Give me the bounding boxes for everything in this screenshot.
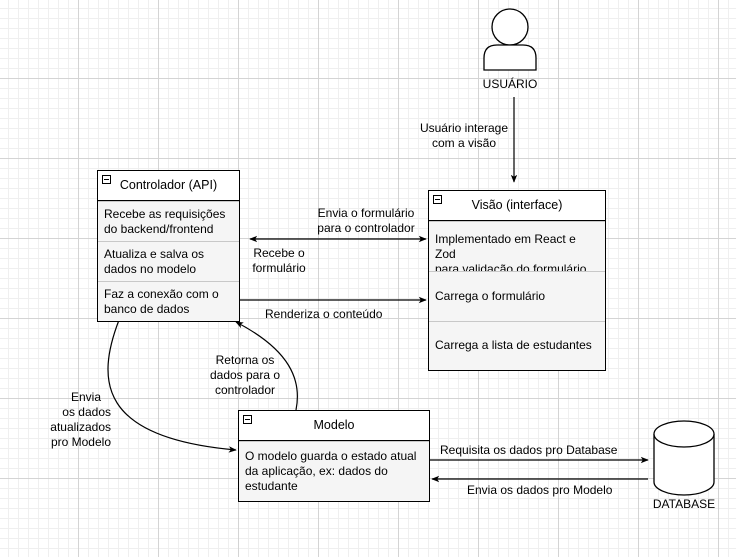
edge-label-user-to-view: Usuário interage com a visão	[419, 121, 509, 150]
controller-row-text: Recebe as requisições	[104, 207, 226, 221]
collapse-icon[interactable]	[243, 415, 252, 424]
view-row: Carrega a lista de estudantes	[429, 321, 605, 370]
edge-label-render: Renderiza o conteúdo	[265, 307, 383, 321]
edge-label-send-updated: Envia os dados atualizados pro Modelo	[50, 390, 111, 449]
controller-row: Faz a conexão com o banco de dados	[98, 281, 239, 321]
user-actor-icon	[483, 8, 537, 71]
model-row-text: da aplicação, ex: dados do	[245, 464, 388, 478]
view-row: Implementado em React e Zod para validaç…	[429, 221, 605, 276]
model-row-text: estudante	[245, 479, 298, 493]
database-cylinder-icon	[653, 420, 715, 496]
view-row-text: Implementado em React e Zod	[435, 232, 576, 261]
controller-row-text: dados no modelo	[104, 262, 197, 276]
controller-box[interactable]: Controlador (API) Recebe as requisições …	[97, 170, 240, 322]
controller-row-text: Atualiza e salva os	[104, 247, 205, 261]
view-box[interactable]: Visão (interface) Implementado em React …	[428, 190, 606, 371]
controller-header: Controlador (API)	[98, 171, 239, 201]
model-title: Modelo	[313, 418, 355, 432]
edge-label-receive-form: Recebe o formulário	[252, 246, 306, 275]
model-row-text: O modelo guarda o estado atual	[245, 449, 417, 463]
edge-label-send-model: Envia os dados pro Modelo	[467, 483, 613, 497]
edge-label-send-form: Envia o formulário para o controlador	[317, 206, 415, 235]
model-box[interactable]: Modelo O modelo guarda o estado atual da…	[238, 410, 430, 502]
collapse-icon[interactable]	[102, 175, 111, 184]
view-row-text: Carrega a lista de estudantes	[435, 338, 592, 352]
edge-returns-data	[235, 321, 298, 411]
view-header: Visão (interface)	[429, 191, 605, 221]
view-row: Carrega o formulário	[429, 271, 605, 321]
edge-send-updated	[107, 319, 237, 453]
controller-row-text: banco de dados	[104, 302, 190, 316]
collapse-icon[interactable]	[433, 195, 442, 204]
controller-row: Recebe as requisições do backend/fronten…	[98, 201, 239, 241]
model-header: Modelo	[239, 411, 429, 441]
controller-row-text: do backend/frontend	[104, 222, 214, 236]
controller-row-text: Faz a conexão com o	[104, 287, 219, 301]
view-row-text: Carrega o formulário	[435, 289, 546, 303]
database-label: DATABASE	[652, 497, 716, 511]
edge-label-returns-data: Retorna os dados para o controlador	[209, 353, 281, 397]
controller-row: Atualiza e salva os dados no modelo	[98, 241, 239, 281]
view-title: Visão (interface)	[471, 198, 563, 212]
edge-label-request-db: Requisita os dados pro Database	[440, 443, 618, 457]
model-row: O modelo guarda o estado atual da aplica…	[239, 441, 429, 501]
user-label: USUÁRIO	[482, 77, 538, 91]
controller-title: Controlador (API)	[119, 178, 218, 192]
